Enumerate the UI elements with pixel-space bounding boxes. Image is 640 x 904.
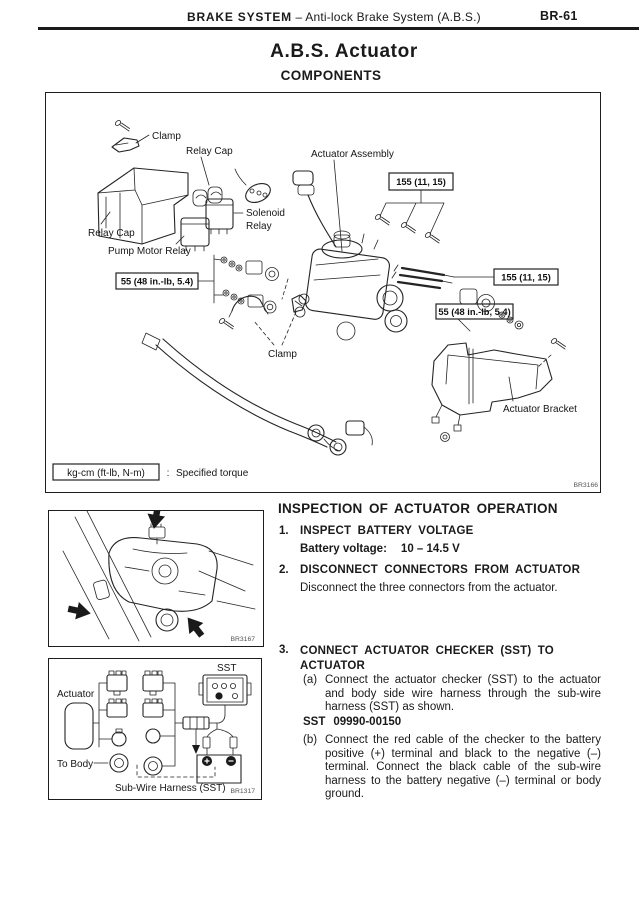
label-solenoid-relay-2: Relay — [246, 221, 272, 232]
connector-b4 — [143, 756, 163, 776]
figure-code-engine-bay: BR3167 — [230, 636, 255, 643]
figure-code-wiring: BR1317 — [230, 788, 255, 795]
connector-arrow-icon-left — [66, 600, 93, 623]
brake-hoses — [141, 332, 373, 456]
battery-probes — [202, 736, 238, 756]
step1-spec: Battery voltage: 10 – 14.5 V — [300, 543, 460, 555]
components-diagram: Clamp Relay Cap Solenoid Relay — [52, 119, 598, 489]
relay-box-cover — [97, 167, 189, 245]
battery — [196, 754, 242, 784]
legend-unit: kg-cm (ft-lb, N-m) — [67, 468, 145, 479]
connector-arrow-icon-top — [145, 511, 167, 531]
actuator-bracket-part — [431, 337, 566, 442]
step2-number: 2. — [279, 564, 289, 576]
engine-bay-diagram: BR3167 — [62, 511, 256, 643]
wiring-figure: Actuator To Body — [48, 658, 262, 800]
torque-155-right: 155 (11, 15) — [501, 273, 551, 283]
solenoid-relay-part — [205, 198, 234, 235]
components-figure: Clamp Relay Cap Solenoid Relay — [45, 92, 601, 493]
clamp-part-top — [111, 119, 140, 153]
bleeder-parts-row1 — [220, 256, 279, 281]
body-panel-lines — [62, 511, 256, 642]
inline-connector — [182, 716, 210, 730]
label-relay-cap-left: Relay Cap — [88, 228, 135, 239]
label-solenoid-relay: Solenoid — [246, 208, 285, 219]
header-separator: – — [295, 10, 303, 24]
step2-body: Disconnect the three connectors from the… — [300, 582, 558, 594]
sst-prefix: SST — [303, 716, 326, 728]
connector-b1 — [142, 670, 164, 696]
connector-arrow-icon-bottom — [180, 612, 209, 642]
connector-a1 — [106, 670, 128, 696]
legend-unit-box — [52, 463, 160, 481]
engine-bay-figure: BR3167 — [48, 510, 264, 647]
step1-spec-name: Battery voltage: — [300, 543, 387, 555]
inspection-heading: INSPECTION OF ACTUATOR OPERATION — [278, 501, 558, 516]
step3b-label: (b) — [303, 734, 318, 746]
to-body-connector — [109, 753, 129, 773]
harness-connector-top — [292, 170, 337, 248]
label-sst: SST — [217, 663, 236, 674]
label-actuator: Actuator — [57, 689, 95, 700]
connector-b3 — [145, 728, 161, 744]
pump-motor-relay-part — [180, 217, 210, 252]
connector-a2 — [106, 698, 128, 718]
ground-probe — [192, 728, 200, 754]
step3a-text: Connect the actuator checker (SST) to th… — [325, 674, 601, 714]
step1-title: INSPECT BATTERY VOLTAGE — [300, 525, 474, 537]
harness-trunk — [159, 682, 184, 767]
torque-55-right: 55 (48 in.-lb, 5.4) — [438, 307, 510, 317]
header-subsection: Anti-lock Brake System (A.B.S.) — [305, 10, 481, 24]
label-to-body: To Body — [57, 759, 93, 770]
actuator-assembly-part — [294, 230, 408, 341]
figure-code-main: BR3166 — [573, 482, 598, 489]
actuator-wires — [92, 682, 113, 748]
label-relay-cap-top: Relay Cap — [186, 146, 233, 157]
header-rule — [38, 27, 639, 30]
step3b-text: Connect the red cable of the checker to … — [325, 734, 601, 801]
header-section: BRAKE SYSTEM — [187, 10, 292, 24]
sst-cables — [206, 704, 234, 738]
step3-title: CONNECT ACTUATOR CHECKER (SST) TO ACTUAT… — [300, 645, 554, 672]
label-pump-motor-relay: Pump Motor Relay — [108, 246, 191, 257]
torque-155-top: 155 (11, 15) — [396, 177, 446, 187]
actuator-block — [64, 702, 94, 750]
running-header: BRAKE SYSTEM – Anti-lock Brake System (A… — [187, 10, 481, 24]
legend-colon: : — [167, 468, 170, 479]
connector-a3-tab — [115, 728, 123, 734]
sst-checker — [198, 674, 252, 706]
label-actuator-bracket: Actuator Bracket — [503, 404, 577, 415]
label-actuator-assembly: Actuator Assembly — [311, 149, 394, 160]
sst-line: SST 09990-00150 — [303, 716, 401, 728]
page-number: BR-61 — [540, 9, 578, 23]
label-clamp-mid: Clamp — [268, 349, 297, 360]
page-title: A.B.S. Actuator — [270, 41, 418, 62]
legend-label: Specified torque — [176, 468, 249, 479]
connector-b2 — [142, 698, 164, 718]
sst-number: 09990-00150 — [333, 716, 402, 728]
section-subtitle: COMPONENTS — [280, 68, 382, 83]
grommet-parts-right — [459, 288, 524, 330]
step1-number: 1. — [279, 525, 289, 537]
relay-cap-clip — [192, 186, 223, 207]
bleeder-parts-row2 — [222, 289, 277, 314]
label-sub-wire-harness: Sub-Wire Harness (SST) — [115, 783, 226, 794]
step1-spec-value: 10 – 14.5 V — [400, 543, 460, 555]
step3-number: 3. — [279, 644, 289, 656]
union-bolts — [391, 264, 455, 290]
clamp-bracket-mid — [217, 294, 307, 330]
label-clamp-top: Clamp — [152, 131, 181, 142]
torque-55-left: 55 (48 in.-lb, 5.4) — [121, 277, 193, 287]
actuator-in-bay — [93, 523, 218, 632]
step2-title: DISCONNECT CONNECTORS FROM ACTUATOR — [300, 564, 581, 576]
connector-a3 — [111, 731, 127, 747]
oval-connector — [234, 168, 271, 204]
wiring-diagram: Actuator To Body — [57, 663, 255, 795]
step3a-label: (a) — [303, 674, 318, 686]
